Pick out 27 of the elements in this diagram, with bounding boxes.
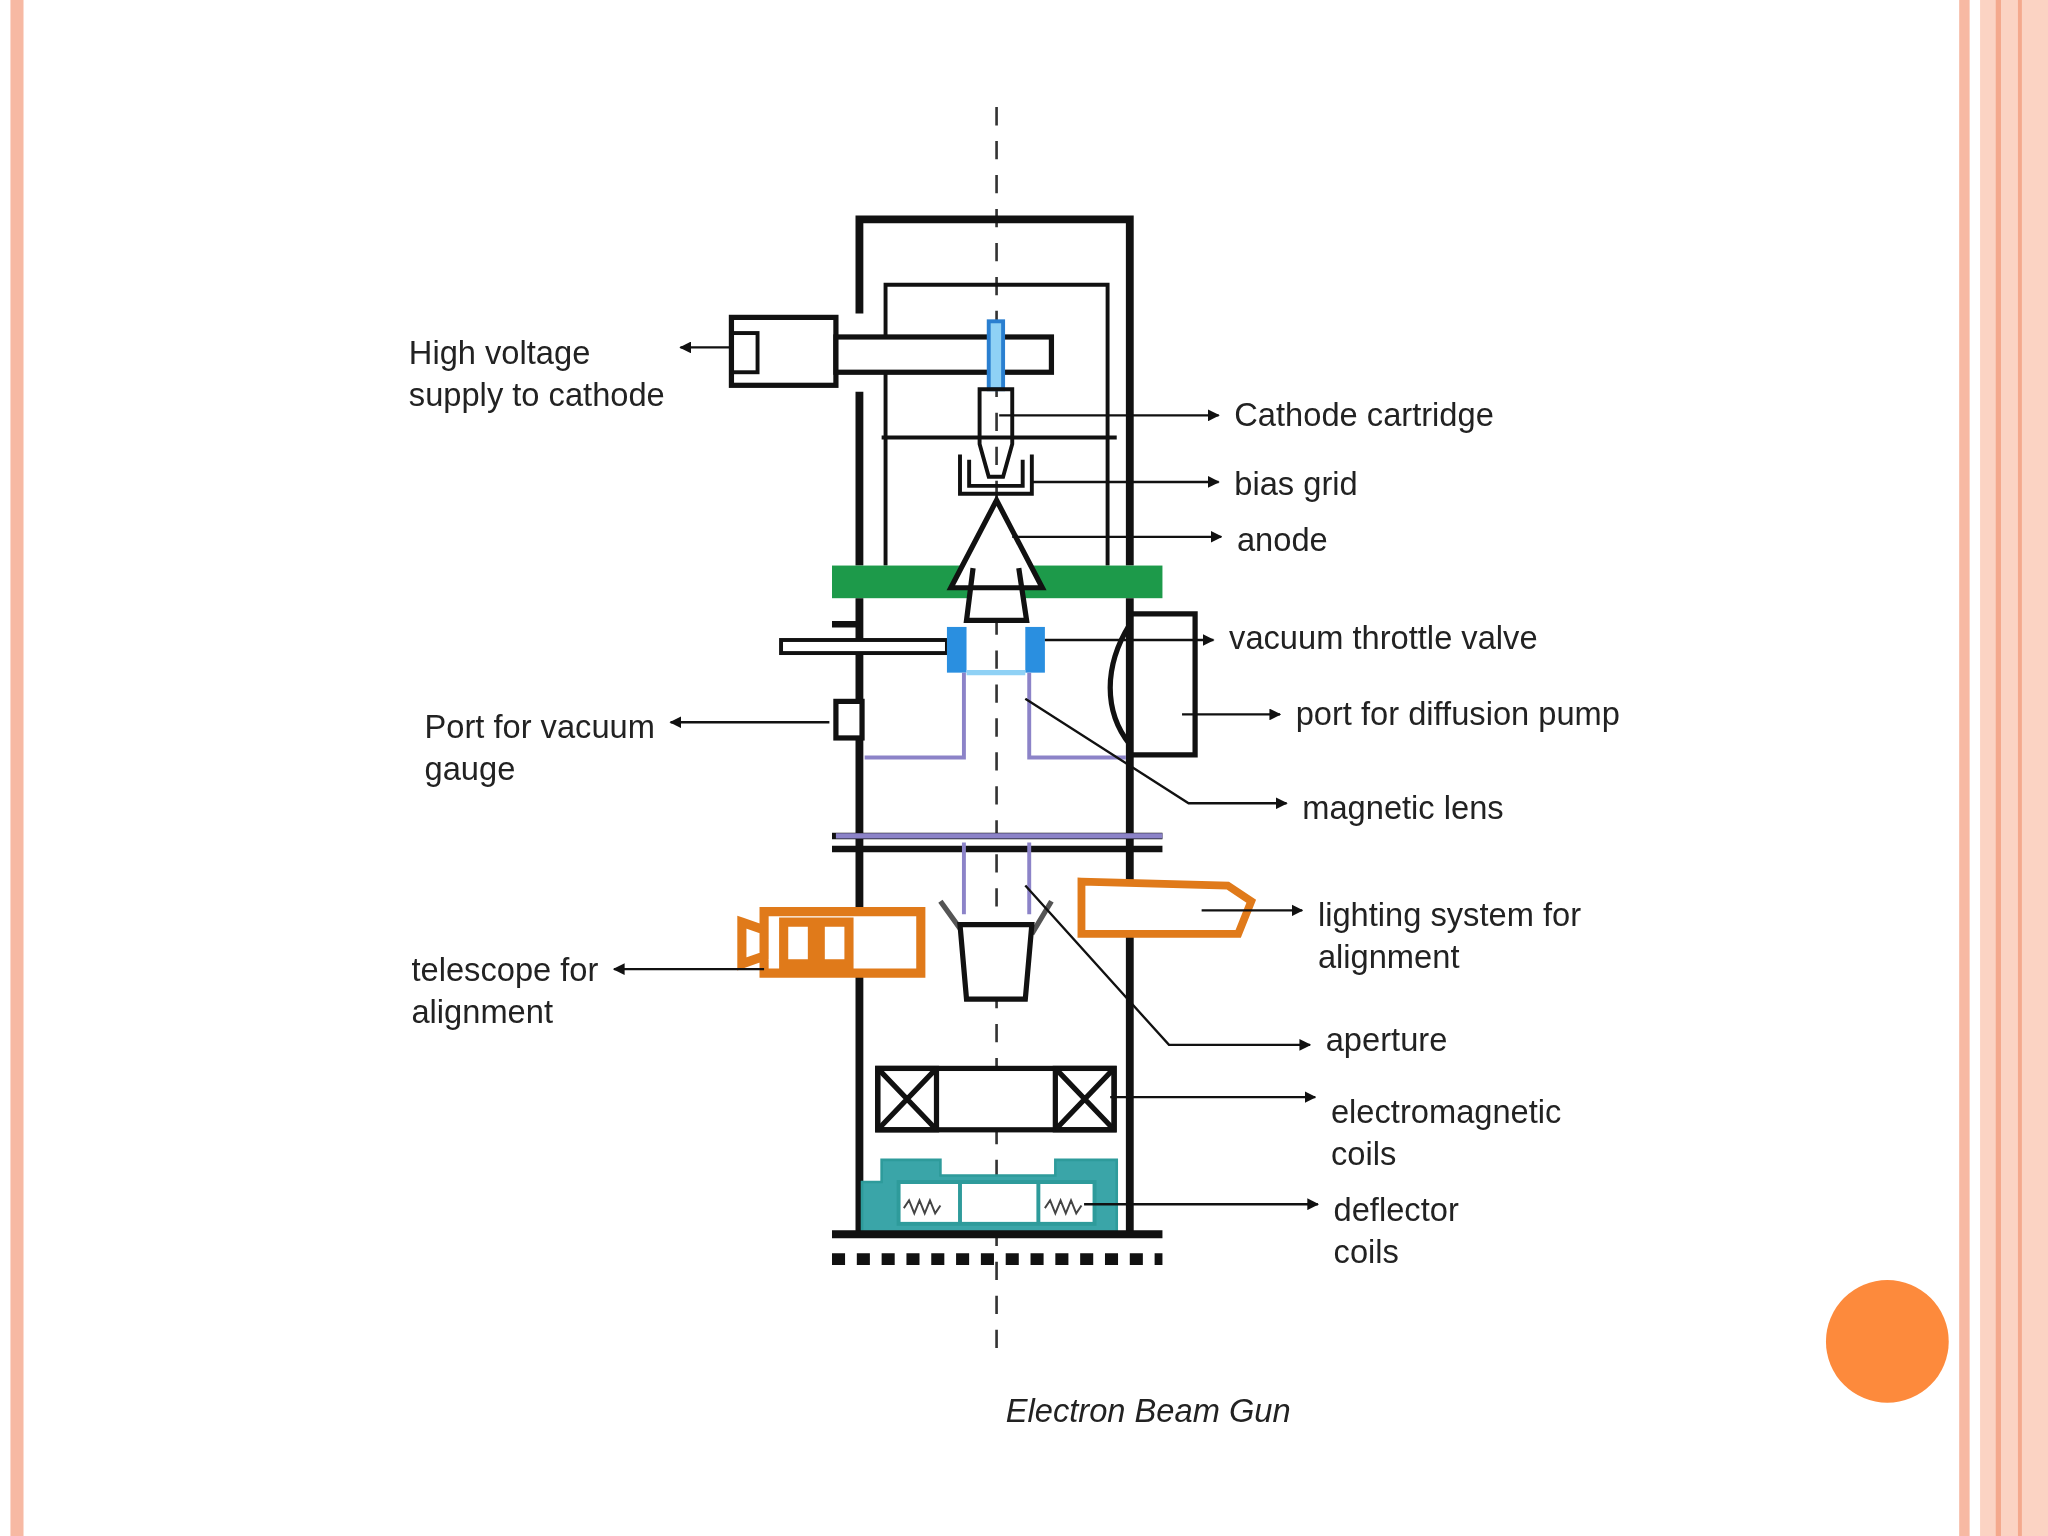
leader-arrow — [1044, 634, 1215, 646]
part-label: Cathode cartridge — [1234, 393, 1535, 435]
leader-arrow — [1084, 1198, 1320, 1211]
part-label: port for diffusion pump — [1295, 692, 1649, 735]
leader-arrow — [1110, 1091, 1317, 1103]
part-label: anode — [1236, 518, 1394, 561]
leader-arrow — [1201, 904, 1304, 917]
part-label: lighting system for alignment — [1317, 893, 1606, 977]
part-label: telescope for alignment — [411, 948, 621, 1032]
leader-arrow — [1012, 530, 1223, 543]
part-label: aperture — [1325, 1018, 1483, 1061]
caption: Electron Beam Gun — [1005, 1392, 1291, 1431]
leader-arrow — [1031, 476, 1220, 488]
leader-arrow — [1182, 708, 1282, 721]
leader-arrow — [999, 409, 1220, 422]
part-label: bias grid — [1234, 462, 1431, 505]
leader-arrow — [1024, 697, 1288, 810]
leader-arrow — [679, 341, 732, 354]
part-label: electromagnetic coils — [1330, 1090, 1593, 1175]
part-label: vacuum throttle valve — [1229, 616, 1569, 659]
leader-arrow — [1024, 884, 1312, 1051]
part-label: Port for vacuum gauge — [424, 705, 673, 789]
part-label: High voltage supply to cathode — [408, 331, 671, 416]
part-label: deflector coils — [1333, 1188, 1491, 1273]
leader-arrow — [669, 716, 830, 729]
leader-arrow — [612, 963, 765, 975]
part-label: magnetic lens — [1302, 786, 1538, 829]
